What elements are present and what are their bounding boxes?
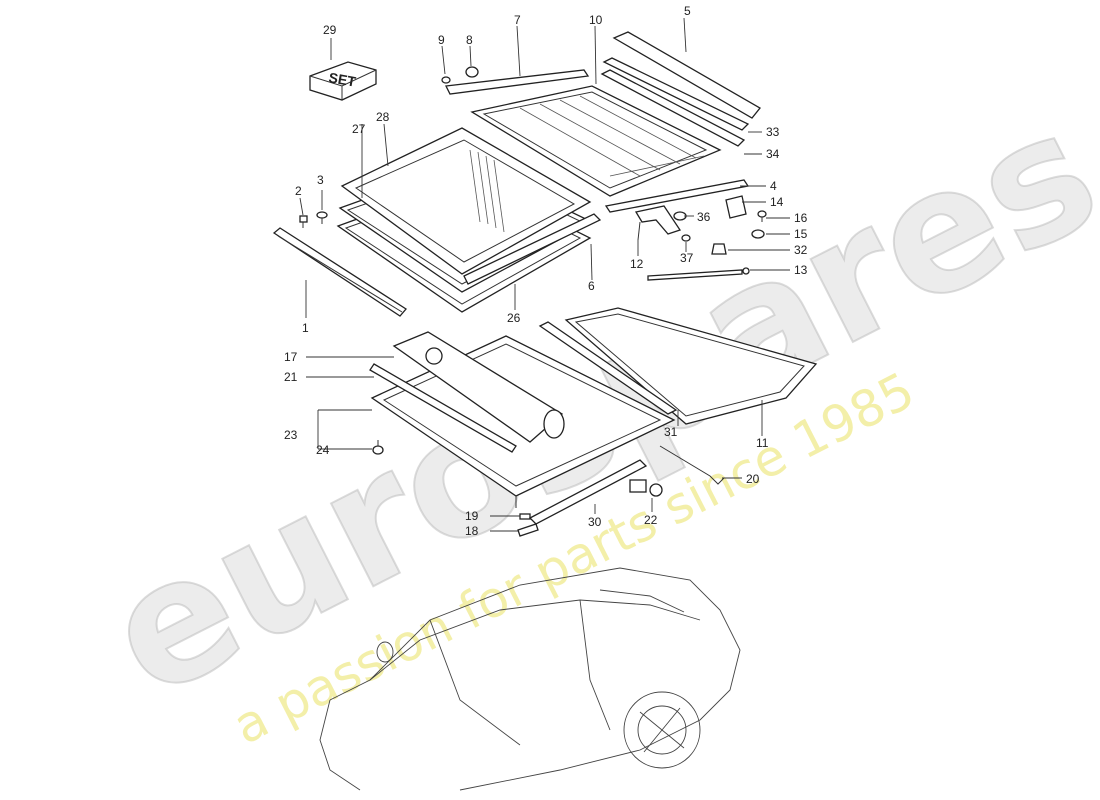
callout-34: 34 bbox=[766, 147, 780, 161]
kit-box-label: SET bbox=[327, 69, 357, 90]
bolt-24 bbox=[372, 440, 384, 455]
callout-13: 13 bbox=[794, 263, 808, 277]
callout-24: 24 bbox=[316, 443, 330, 457]
drain-hose-20 bbox=[659, 445, 725, 485]
callout-1: 1 bbox=[302, 321, 309, 335]
guide-rail-21 bbox=[369, 363, 517, 453]
hinge-bracket-12 bbox=[634, 205, 682, 241]
rear-glass-panel-10 bbox=[470, 85, 722, 197]
callout-11: 11 bbox=[756, 436, 769, 450]
callout-7: 7 bbox=[514, 13, 521, 27]
drive-cable-30 bbox=[528, 459, 648, 525]
callout-31: 31 bbox=[664, 425, 678, 439]
seal-strip-34 bbox=[600, 69, 746, 147]
callout-21: 21 bbox=[284, 370, 298, 384]
plug-9 bbox=[441, 76, 451, 84]
sun-blind-17 bbox=[392, 331, 565, 443]
motor-22 bbox=[629, 479, 663, 497]
screw-3 bbox=[316, 211, 328, 224]
callout-5: 5 bbox=[684, 4, 691, 18]
callout-17: 17 bbox=[284, 350, 298, 364]
clip-8 bbox=[465, 66, 479, 78]
bolt-16 bbox=[757, 210, 767, 222]
callout-4: 4 bbox=[770, 179, 777, 193]
callout-36: 36 bbox=[697, 210, 711, 224]
clip-19 bbox=[519, 513, 531, 520]
callout-32: 32 bbox=[794, 243, 808, 257]
callout-33: 33 bbox=[766, 125, 780, 139]
side-strip-6 bbox=[463, 213, 602, 285]
leader-lines bbox=[299, 17, 790, 532]
callout-23: 23 bbox=[284, 428, 298, 442]
seal-strip-33 bbox=[602, 57, 750, 131]
front-deflector-strip bbox=[272, 227, 407, 317]
callout-numbers: 29 9 8 7 10 5 28 27 33 34 2 3 4 14 36 16… bbox=[284, 4, 808, 538]
callout-6: 6 bbox=[588, 279, 595, 293]
callout-12: 12 bbox=[630, 257, 644, 271]
cover-18 bbox=[517, 523, 539, 537]
callout-14: 14 bbox=[770, 195, 784, 209]
screw-2 bbox=[299, 215, 308, 228]
seal-strip-31 bbox=[538, 321, 678, 415]
callout-30: 30 bbox=[588, 515, 602, 529]
callout-18: 18 bbox=[465, 524, 479, 538]
callout-9: 9 bbox=[438, 33, 445, 47]
bracket-14 bbox=[725, 195, 747, 219]
callout-29: 29 bbox=[323, 23, 337, 37]
trim-strip-7 bbox=[445, 69, 590, 95]
callout-8: 8 bbox=[466, 33, 473, 47]
callout-16: 16 bbox=[794, 211, 808, 225]
kit-box: SET bbox=[309, 61, 377, 101]
callout-2: 2 bbox=[295, 184, 302, 198]
callout-28: 28 bbox=[376, 110, 390, 124]
callout-27: 27 bbox=[352, 122, 366, 136]
callout-37: 37 bbox=[680, 251, 694, 265]
top-strip-5 bbox=[612, 31, 761, 119]
callout-15: 15 bbox=[794, 227, 808, 241]
callout-10: 10 bbox=[589, 13, 603, 27]
gas-strut-13 bbox=[647, 267, 750, 281]
bumper-32 bbox=[711, 243, 727, 255]
callout-19: 19 bbox=[465, 509, 479, 523]
callout-22: 22 bbox=[644, 513, 658, 527]
glass-panel-28 bbox=[340, 127, 592, 275]
callout-3: 3 bbox=[317, 173, 324, 187]
screw-37 bbox=[681, 234, 691, 242]
nut-15 bbox=[751, 229, 765, 239]
car-outline bbox=[319, 567, 741, 791]
callout-26: 26 bbox=[507, 311, 521, 325]
callout-20: 20 bbox=[746, 472, 760, 486]
